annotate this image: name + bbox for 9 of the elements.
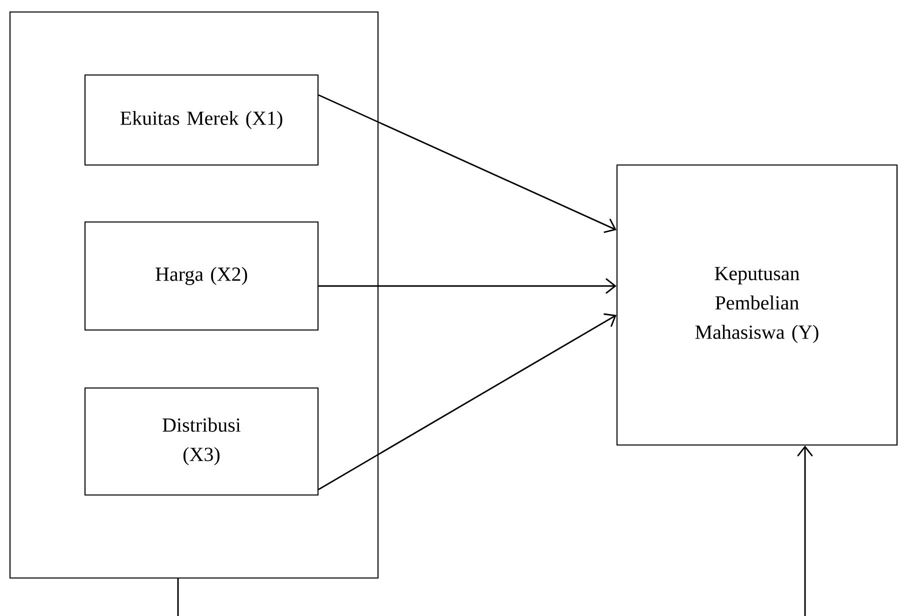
variable-box: Harga (X2) (84, 221, 319, 331)
arrow (177, 446, 813, 616)
arrow (318, 313, 616, 490)
arrow (318, 278, 616, 294)
variable-box: Ekuitas Merek (X1) (84, 74, 319, 166)
variable-box: Distribusi (X3) (84, 387, 319, 496)
outcome-box: Keputusan Pembelian Mahasiswa (Y) (616, 164, 898, 446)
arrow (318, 94, 616, 234)
frame-box (9, 11, 379, 579)
